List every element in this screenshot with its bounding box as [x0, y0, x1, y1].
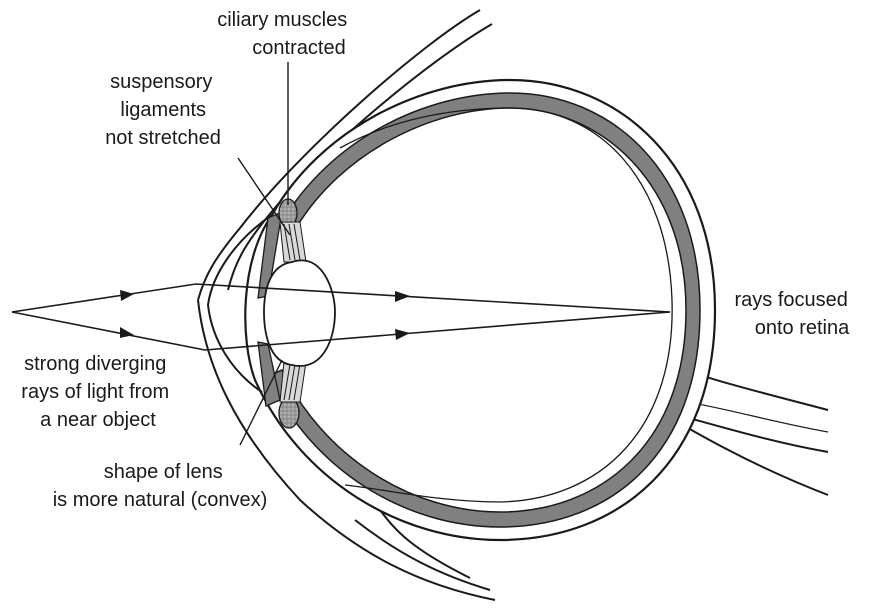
label-suspensory-ligaments: suspensory ligaments not stretched	[105, 71, 221, 149]
label-lens-shape: shape of lens is more natural (convex)	[53, 461, 268, 511]
ray-upper-incoming	[12, 284, 196, 312]
ray-lower-incoming	[12, 312, 205, 350]
label-diverging-rays: strong diverging rays of light from a ne…	[21, 353, 174, 431]
label-ciliary-muscles: ciliary muscles contracted	[217, 9, 353, 59]
leader-suspensory	[238, 158, 290, 235]
label-rays-focused: rays focused onto retina	[735, 289, 854, 339]
lens	[264, 260, 335, 366]
arrow-icon	[120, 290, 134, 301]
